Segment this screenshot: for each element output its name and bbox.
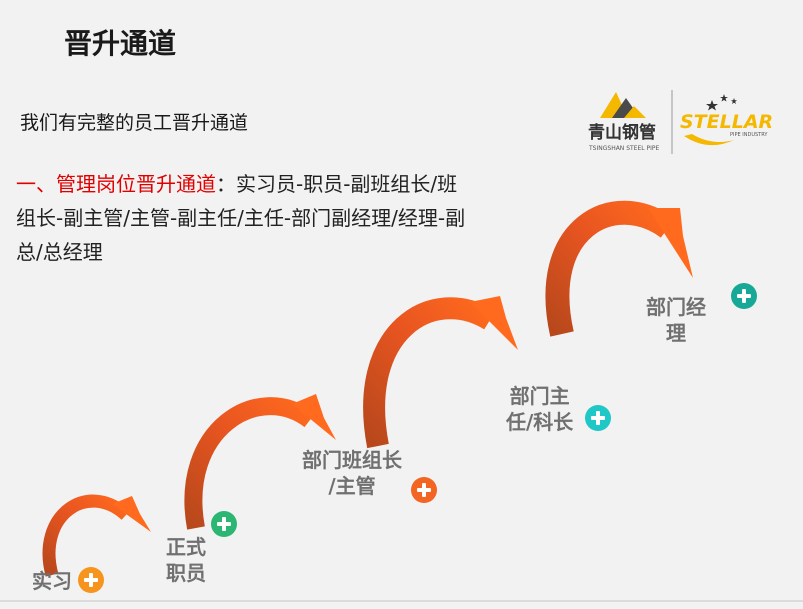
add-dept-manager-icon[interactable] <box>731 283 757 309</box>
add-staff-icon[interactable] <box>211 511 237 537</box>
stage-dept-manager-line1: 部门经 <box>646 295 706 319</box>
stage-staff: 正式 职员 <box>166 534 206 586</box>
logo-left-text: 青山钢管 <box>588 122 656 143</box>
add-dept-head-icon[interactable] <box>585 405 611 431</box>
company-logo: 青山钢管 TSINGSHAN STEEL PIPE STELLAR PIPE I… <box>588 90 773 154</box>
intro-body: ：实习员-职员-副班组长/班组长-副主管/主管-副主任/主任-部门副经理/经理-… <box>16 172 466 264</box>
arrow-1 <box>42 494 151 577</box>
stage-dept-manager: 部门经 理 <box>646 294 706 346</box>
bottom-divider <box>0 600 803 602</box>
page-subtitle: 我们有完整的员工晋升通道 <box>20 112 249 134</box>
add-intern-icon[interactable] <box>78 567 104 593</box>
intro-highlight: 一、管理岗位晋升通道 <box>16 172 216 196</box>
stage-dept-head-line1: 部门主 <box>509 384 570 408</box>
stage-dept-head: 部门主 任/科长 <box>506 383 573 435</box>
page-title: 晋升通道 <box>64 27 177 60</box>
logo-left-sub: TSINGSHAN STEEL PIPE <box>588 145 660 152</box>
add-team-leader-icon[interactable] <box>411 477 437 503</box>
stage-team-leader-line1: 部门班组长 <box>302 448 402 472</box>
stage-staff-line2: 职员 <box>166 561 206 585</box>
arrow-2 <box>184 394 336 530</box>
arrow-3 <box>363 296 518 449</box>
stage-dept-manager-line2: 理 <box>666 321 686 345</box>
swoosh-icon <box>684 134 734 146</box>
stars-icon <box>706 94 737 111</box>
stage-team-leader: 部门班组长 /主管 <box>302 447 402 499</box>
logo-right-text: STELLAR <box>680 111 773 133</box>
stage-staff-line1: 正式 <box>166 535 206 559</box>
logo-right-sub: PIPE INDUSTRY <box>730 132 768 138</box>
stage-dept-head-line2: 任/科长 <box>506 410 574 434</box>
tsingshan-logo-icon <box>600 92 646 118</box>
stage-intern-label: 实习 <box>32 569 72 593</box>
stage-team-leader-line2: /主管 <box>328 474 376 498</box>
stage-intern: 实习 <box>32 568 72 594</box>
intro-text: 一、管理岗位晋升通道：实习员-职员-副班组长/班组长-副主管/主管-副主任/主任… <box>16 167 476 269</box>
arrow-4 <box>545 200 693 337</box>
